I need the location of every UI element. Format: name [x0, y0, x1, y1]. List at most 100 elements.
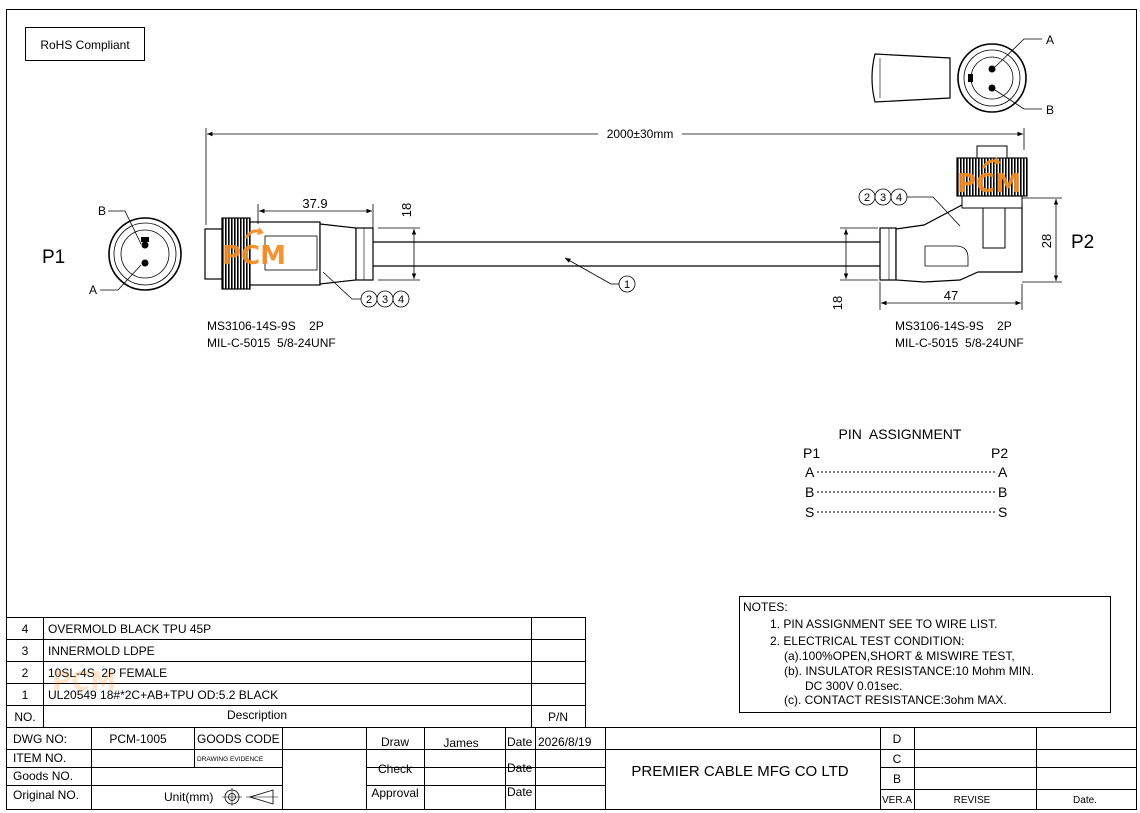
- check-label: Check: [378, 762, 413, 776]
- drawing-evidence-label: DRAWING EVIDENCE: [197, 756, 264, 763]
- pcm-logo-p2-text: PCM: [957, 169, 1021, 199]
- draw-label: Draw: [381, 735, 409, 749]
- pcm-watermark: PCM: [52, 667, 116, 697]
- bom-row-1-desc: OVERMOLD BLACK TPU 45P: [48, 622, 211, 636]
- company-name: PREMIER CABLE MFG CO LTD: [631, 763, 848, 780]
- p2-balloon-2-text: 2: [864, 192, 870, 204]
- pin-row-3-left: S: [805, 504, 814, 520]
- p2-balloon-4-text: 4: [896, 192, 902, 204]
- bom-row-4-no: 1: [22, 688, 29, 702]
- pin-row-1-right: A: [998, 464, 1008, 480]
- p1-spec-line1: MS3106-14S-9S 2P: [207, 319, 324, 333]
- pcm-logo-p2: PCM: [957, 157, 1021, 199]
- rev-d: D: [893, 732, 902, 746]
- draw-name: James: [443, 736, 478, 750]
- p2-length-label: 47: [944, 288, 958, 303]
- p1-pin-a-label: A: [89, 283, 97, 297]
- p1-pin-a: [141, 259, 149, 267]
- unit-label: Unit(mm): [164, 790, 213, 804]
- bom-row-3-desc: 10SL-4S 2P FEMALE: [48, 666, 167, 680]
- p2-connector: [879, 145, 1028, 283]
- p1-dimensions: 37.9 18: [257, 196, 420, 281]
- bom-row-3-no: 2: [22, 666, 29, 680]
- bom-row-4-desc: UL20549 18#*2C+AB+TPU OD:5.2 BLACK: [48, 688, 278, 702]
- ver-label: VER.A: [882, 795, 912, 806]
- pin-assignment-p1: P1: [803, 445, 820, 461]
- draw-date-label: Date: [507, 735, 533, 749]
- pin-row-3-right: S: [998, 504, 1007, 520]
- bom-header-pn: P/N: [548, 710, 568, 724]
- p1-pin-b-label: B: [98, 204, 106, 218]
- p2-height-label: 28: [1039, 234, 1054, 248]
- cable: 1: [373, 241, 880, 293]
- p1-end-view: B A P1: [42, 204, 182, 297]
- p2-end-view: A B: [871, 33, 1054, 117]
- rev-c: C: [893, 752, 902, 766]
- p1-pin-b: [141, 241, 149, 249]
- title-block: DWG NO: PCM-1005 GOODS CODE ITEM NO. DRA…: [7, 727, 1136, 809]
- pcm-logo-p1: PCM: [222, 227, 286, 271]
- p1-connector: [204, 217, 374, 290]
- notes-box: NOTES: 1. PIN ASSIGNMENT SEE TO WIRE LIS…: [739, 596, 1111, 713]
- p1-balloons: 2 3 4: [322, 271, 410, 308]
- p2-balloons: 2 3 4: [858, 188, 961, 227]
- p2-pin-b-label: B: [1046, 103, 1054, 117]
- overall-length-label: 2000±30mm: [607, 127, 674, 141]
- p2-diameter-label: 18: [830, 296, 845, 310]
- pin-assignment-title: PIN ASSIGNMENT: [839, 426, 962, 442]
- approval-date-label: Date: [507, 785, 533, 799]
- p1-balloon-4: [392, 290, 410, 308]
- notes-line-6: (c). CONTACT RESISTANCE:3ohm MAX.: [784, 693, 1007, 707]
- bom-row-2-no: 3: [22, 644, 29, 658]
- p1-balloon-2-text: 2: [366, 294, 372, 306]
- p1-spec-line2: MIL-C-5015 5/8-24UNF: [207, 336, 336, 350]
- notes-line-3: (a).100%OPEN,SHORT & MISWIRE TEST,: [784, 649, 1015, 663]
- approval-label: Approval: [371, 786, 418, 800]
- overall-length-dimension: 2000±30mm: [205, 127, 1025, 225]
- original-no-label: Original NO.: [13, 788, 79, 802]
- rev-b: B: [893, 772, 901, 786]
- p2-pin-b: [988, 84, 996, 92]
- rev-date-label: Date.: [1073, 795, 1097, 806]
- p2-pin-a-label: A: [1046, 33, 1054, 47]
- p2-spec-line2: MIL-C-5015 5/8-24UNF: [895, 336, 1024, 350]
- goods-no-label: Goods NO.: [13, 769, 73, 783]
- notes-line-5: DC 300V 0.01sec.: [805, 679, 902, 693]
- p2-pin-a: [988, 65, 996, 73]
- check-date-label: Date: [507, 761, 533, 775]
- pin-row-1-left: A: [805, 464, 815, 480]
- rohs-box: RoHS Compliant: [25, 27, 145, 61]
- bom-row-2-desc: INNERMOLD LDPE: [48, 644, 155, 658]
- dwg-no-label: DWG NO:: [13, 732, 67, 746]
- pcm-watermark-text: PCM: [52, 667, 116, 697]
- rohs-label: RoHS Compliant: [40, 38, 130, 52]
- sheet-border: [6, 9, 1137, 810]
- p2-spec-line1: MS3106-14S-9S 2P: [895, 319, 1012, 333]
- p1-diameter-label: 18: [399, 203, 414, 217]
- bom-table: 4 OVERMOLD BLACK TPU 45P 3 INNERMOLD LDP…: [7, 617, 586, 728]
- notes-line-1: 1. PIN ASSIGNMENT SEE TO WIRE LIST.: [770, 617, 997, 631]
- bom-header-desc: Description: [227, 708, 287, 722]
- cable-balloon-1-text: 1: [624, 279, 630, 291]
- pin-row-2-left: B: [805, 484, 814, 500]
- projection-symbol-icon: [222, 788, 278, 806]
- p2-dimensions: 28 47 18 P2: [830, 197, 1094, 310]
- notes-line-2: 2. ELECTRICAL TEST CONDITION:: [770, 634, 964, 648]
- pin-row-2-right: B: [998, 484, 1007, 500]
- p1-balloon-3-text: 3: [382, 294, 388, 306]
- bom-row-1-no: 4: [22, 622, 29, 636]
- pin-assignment-p2: P2: [991, 445, 1008, 461]
- p1-length-label: 37.9: [302, 196, 327, 211]
- dwg-no-value: PCM-1005: [109, 732, 167, 746]
- bom-header-no: NO.: [14, 710, 35, 724]
- p1-label: P1: [42, 247, 65, 268]
- cable-balloon-1: [618, 275, 636, 293]
- goods-code-label: GOODS CODE: [197, 732, 280, 746]
- draw-date-value: 2026/8/19: [538, 735, 592, 749]
- notes-title: NOTES:: [743, 600, 788, 614]
- p1-balloon-4-text: 4: [398, 294, 404, 306]
- pin-assignment: PIN ASSIGNMENT P1 P2 A A B B S S: [803, 426, 1008, 520]
- item-no-label: ITEM NO.: [13, 751, 66, 765]
- p2-label: P2: [1071, 232, 1094, 253]
